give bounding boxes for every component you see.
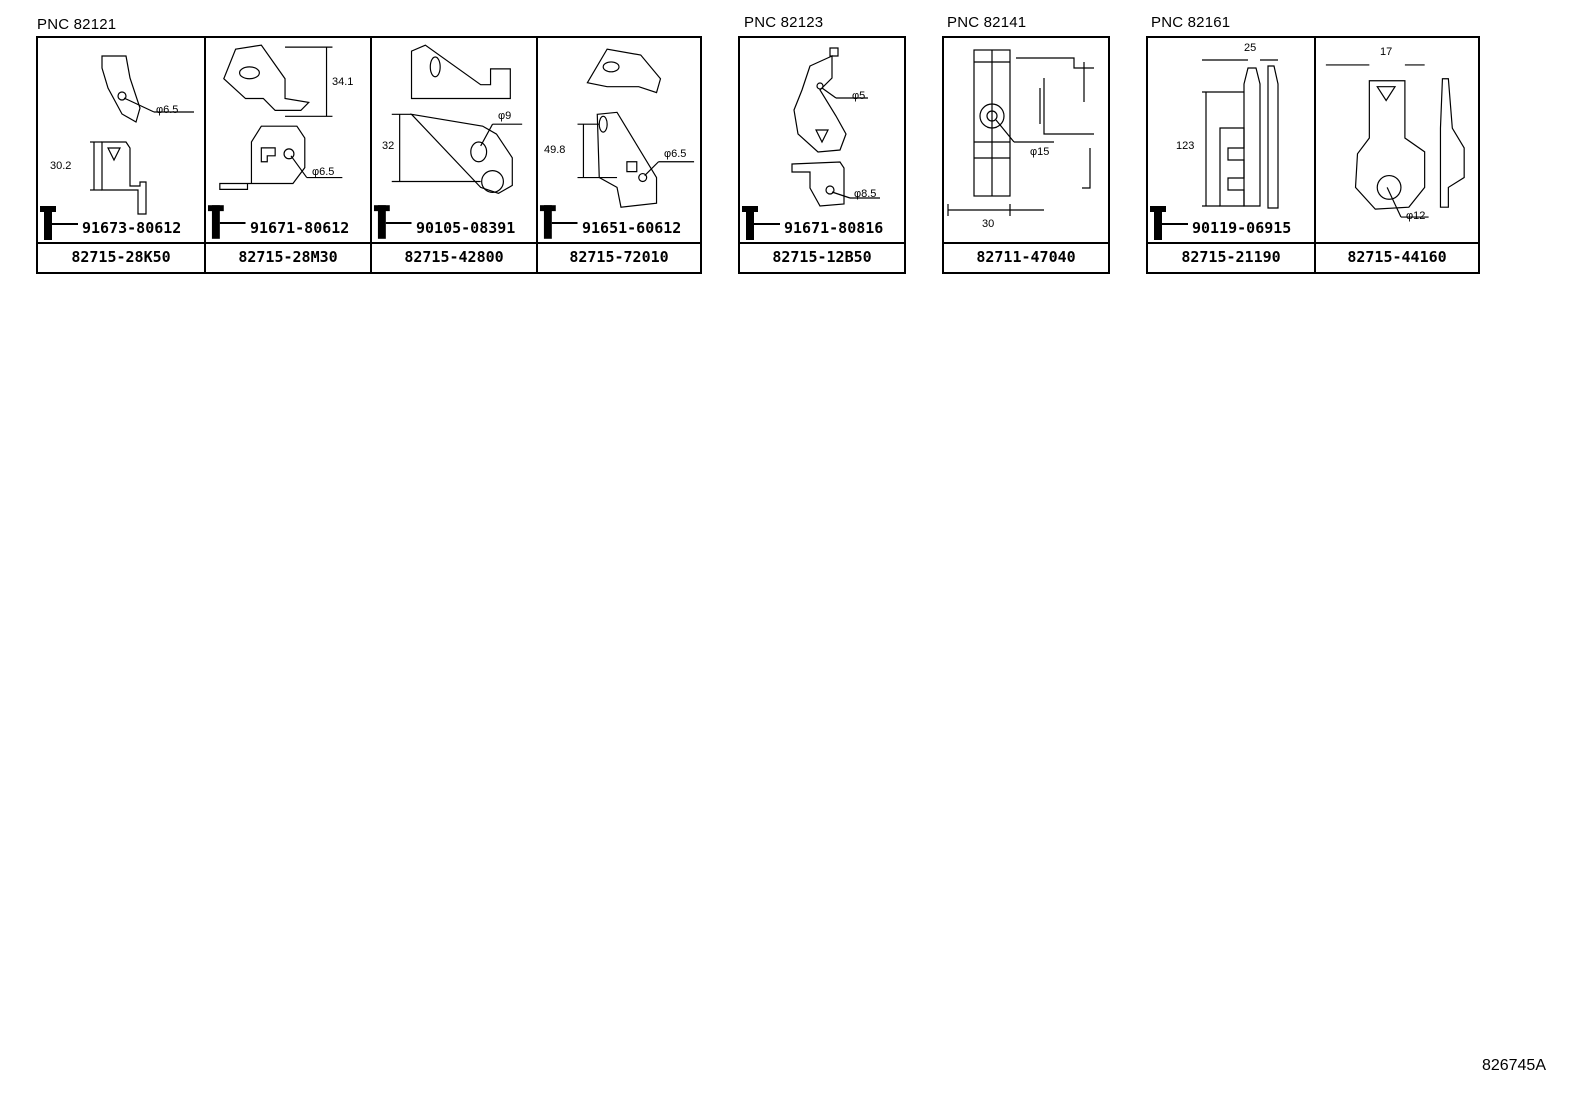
part-number[interactable]: 82715-42800: [372, 242, 536, 272]
part-cell: 34.1 φ6.5 91671-80612 82715-28M30: [204, 38, 370, 272]
dim-height: 49.8: [544, 144, 566, 156]
part-number[interactable]: 82715-44160: [1316, 242, 1478, 272]
bolt-part-number[interactable]: 90119-06915: [1192, 219, 1292, 237]
part-cell: φ6.5 30.2 91673-80612 82715-28K50: [38, 38, 204, 272]
part-cell: 32 φ9 90105-08391 82715-42800: [370, 38, 536, 272]
bolt-part-number[interactable]: 91671-80612: [250, 219, 350, 237]
bracket-drawing: 32 φ9: [372, 38, 536, 242]
dim-width: 17: [1380, 46, 1393, 58]
parts-group-82161: 25 123 90119-06915 82715-21190 17 φ12 82…: [1146, 36, 1480, 274]
bracket-drawing: φ5 φ8.5: [740, 38, 904, 242]
parts-group-82121: φ6.5 30.2 91673-80612 82715-28K50 34: [36, 36, 702, 274]
part-cell: 25 123 90119-06915 82715-21190: [1148, 38, 1314, 272]
dim-width: 30: [982, 218, 995, 230]
bracket-drawing: 49.8 φ6.5: [538, 38, 700, 242]
dim-hole-diameter: φ15: [1030, 146, 1050, 158]
part-number[interactable]: 82711-47040: [944, 242, 1108, 272]
parts-group-82123: φ5 φ8.5 91671-80816 82715-12B50: [738, 36, 906, 274]
part-number[interactable]: 82715-21190: [1148, 242, 1314, 272]
part-cell: 17 φ12 82715-44160: [1314, 38, 1478, 272]
bolt-row: 90119-06915: [1152, 205, 1314, 241]
part-cell: φ15 30 82711-47040: [944, 38, 1108, 272]
parts-group-82141: φ15 30 82711-47040: [942, 36, 1110, 274]
bolt-row: 91671-80612: [210, 205, 370, 241]
bracket-drawing: 34.1 φ6.5: [206, 38, 370, 242]
bolt-part-number[interactable]: 91651-60612: [582, 219, 682, 237]
illustration-reference: 826745A: [1481, 1057, 1546, 1074]
bolt-row: 91671-80816: [744, 205, 904, 241]
clip-drawing: 25 123: [1148, 38, 1314, 242]
dim-height: 123: [1176, 140, 1195, 152]
dim-hole-diameter: φ6.5: [664, 148, 687, 160]
pnc-label-82141: PNC 82141: [947, 14, 1027, 31]
pnc-label-82121: PNC 82121: [37, 16, 117, 33]
clip-drawing: 17 φ12: [1316, 38, 1478, 242]
bolt-part-number[interactable]: 91671-80816: [784, 219, 884, 237]
dim-width: 25: [1244, 42, 1257, 54]
bolt-row: 91673-80612: [42, 205, 204, 241]
dim-hole-diameter: φ12: [1406, 210, 1426, 222]
bolt-row: 90105-08391: [376, 205, 536, 241]
dim-hole-diameter: φ9: [498, 110, 512, 122]
dim-height: 32: [382, 140, 395, 152]
dim-height: 30.2: [50, 160, 72, 172]
clamp-drawing: φ15 30: [944, 38, 1108, 242]
bolt-part-number[interactable]: 90105-08391: [416, 219, 516, 237]
pnc-label-82161: PNC 82161: [1151, 14, 1231, 31]
dim-hole-diameter: φ8.5: [854, 188, 877, 200]
dim-hole-diameter: φ5: [852, 90, 866, 102]
dim-hole-diameter: φ6.5: [312, 166, 335, 178]
pnc-label-82123: PNC 82123: [744, 14, 824, 31]
part-cell: 49.8 φ6.5 91651-60612 82715-72010: [536, 38, 700, 272]
part-number[interactable]: 82715-12B50: [740, 242, 904, 272]
part-number[interactable]: 82715-28M30: [206, 242, 370, 272]
bracket-drawing: φ6.5 30.2: [38, 38, 204, 242]
part-number[interactable]: 82715-28K50: [38, 242, 204, 272]
dim-hole-diameter: φ6.5: [156, 104, 179, 116]
part-cell: φ5 φ8.5 91671-80816 82715-12B50: [740, 38, 904, 272]
bolt-row: 91651-60612: [542, 205, 700, 241]
part-number[interactable]: 82715-72010: [538, 242, 700, 272]
bolt-part-number[interactable]: 91673-80612: [82, 219, 182, 237]
dim-height: 34.1: [332, 76, 354, 88]
